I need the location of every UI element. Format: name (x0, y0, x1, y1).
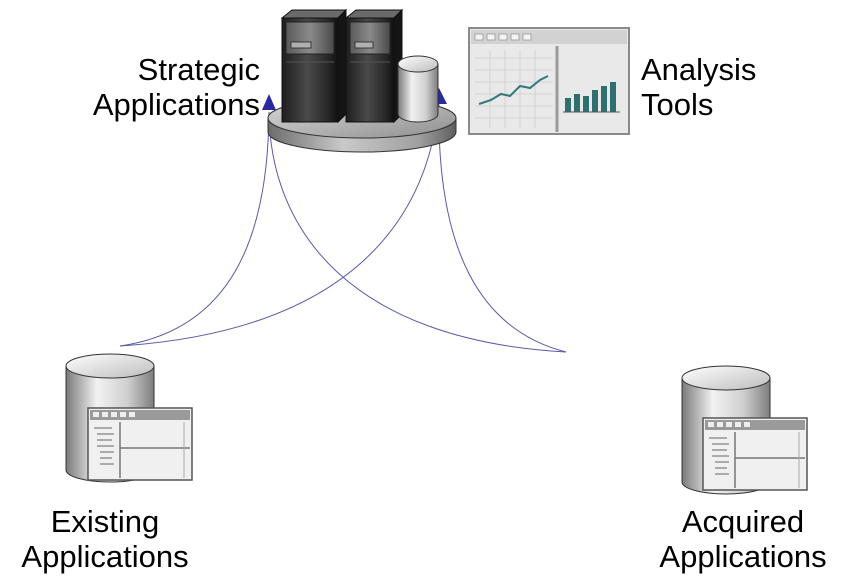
database-window-icon (65, 353, 193, 483)
server-cluster-icon (267, 8, 457, 153)
connector-strategic-to-acquired (268, 111, 567, 353)
existing-label-line1: Existing (50, 504, 160, 539)
strategic-applications-label: Strategic Applications (60, 52, 260, 122)
strategic-label-line1: Strategic (137, 52, 260, 87)
existing-applications-label: Existing Applications (0, 504, 210, 574)
existing-label-line2: Applications (21, 539, 189, 574)
analysis-window-icon (468, 27, 630, 135)
strategic-label-line2: Applications (92, 87, 260, 122)
acquired-applications-label: Acquired Applications (638, 504, 848, 574)
acquired-label-line2: Applications (659, 539, 827, 574)
analysis-label-line1: Analysis (641, 52, 757, 87)
analysis-label-line2: Tools (641, 87, 714, 122)
acquired-label-line1: Acquired (681, 504, 805, 539)
connector-strategic-to-existing (119, 111, 270, 347)
arrowhead-strategic-icon (262, 94, 276, 110)
database-window-icon (681, 365, 808, 495)
connector-analysis-to-acquired (438, 99, 567, 353)
analysis-tools-label: Analysis Tools (641, 52, 801, 122)
